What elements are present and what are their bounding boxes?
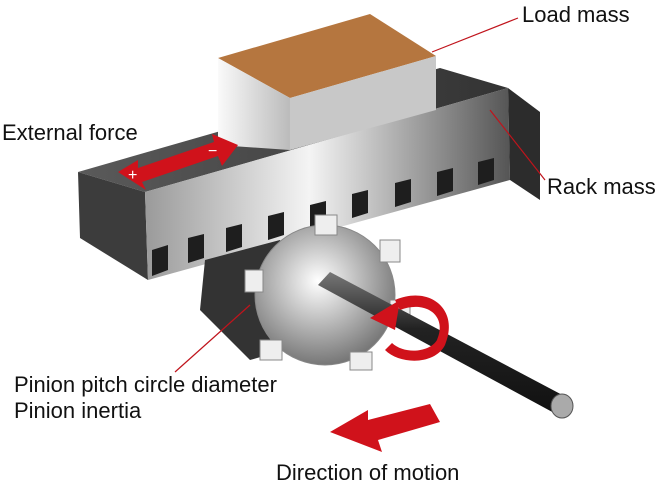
plus-sign: + xyxy=(128,167,137,184)
label-rack-mass: Rack mass xyxy=(547,174,656,199)
rotation-arrow xyxy=(370,295,449,361)
direction-arrow xyxy=(330,404,440,452)
load-mass-box xyxy=(218,14,436,150)
label-external-force: External force xyxy=(2,120,138,145)
external-force-arrow: + − xyxy=(118,134,238,190)
label-direction-of-motion: Direction of motion xyxy=(276,460,459,485)
label-pinion-pitch-diameter: Pinion pitch circle diameter xyxy=(14,372,277,397)
label-pinion-inertia: Pinion inertia xyxy=(14,398,142,423)
minus-sign: − xyxy=(208,143,217,160)
label-load-mass: Load mass xyxy=(522,2,630,27)
leader-lines xyxy=(174,17,546,373)
pinion-gear xyxy=(200,214,411,371)
shaft-end xyxy=(550,393,574,419)
rack-teeth xyxy=(152,158,494,276)
